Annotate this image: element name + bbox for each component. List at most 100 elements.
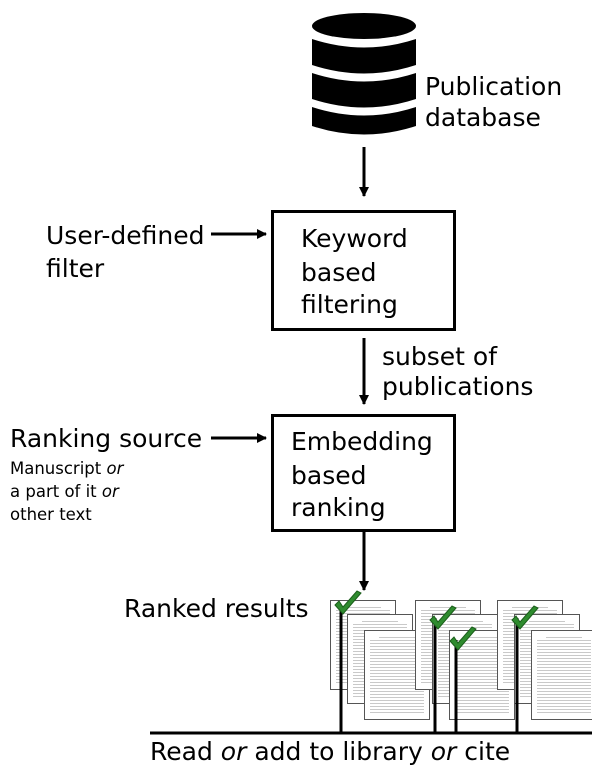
ranking-source-note-line1: Manuscript or xyxy=(10,459,124,478)
document-text-line xyxy=(336,610,390,611)
document-text-line xyxy=(455,667,509,668)
document-text-line xyxy=(455,661,509,662)
document-text-line xyxy=(345,607,381,608)
document-text-line xyxy=(455,670,509,671)
document-text-line xyxy=(537,694,591,695)
document-text-line xyxy=(353,627,407,628)
subset-label-line2: publications xyxy=(382,372,534,401)
document-text-line xyxy=(379,637,415,638)
document-text-line xyxy=(537,667,591,668)
document-text-line xyxy=(455,646,509,647)
database-label-line1: Publication xyxy=(425,72,563,101)
document-text-line xyxy=(455,673,509,674)
document-text-line xyxy=(455,655,509,656)
document-text-line xyxy=(537,658,591,659)
document-text-line xyxy=(455,706,509,707)
ranking-source-note-line2: a part of it or xyxy=(10,482,119,501)
document-text-line xyxy=(537,679,591,680)
document-text-line xyxy=(455,640,509,641)
document-text-line xyxy=(370,703,424,704)
document-text-line xyxy=(370,682,424,683)
database-icon xyxy=(312,13,416,135)
ranking-source-note-line3: other text xyxy=(10,505,92,524)
document-text-line xyxy=(537,640,591,641)
document-text-line xyxy=(370,706,424,707)
document-text-line xyxy=(537,697,591,698)
document-text-line xyxy=(537,700,591,701)
document-text-line xyxy=(370,673,424,674)
document-text-line xyxy=(370,661,424,662)
bottom-action-label: Read or add to library or cite xyxy=(150,737,511,766)
document-text-line xyxy=(537,682,591,683)
document-text-line xyxy=(336,613,390,614)
user-filter-line1: User-defined xyxy=(46,221,205,250)
checkmark-icon xyxy=(334,590,362,615)
document-text-line xyxy=(455,676,509,677)
document-text-line xyxy=(370,643,424,644)
document-text-line xyxy=(370,664,424,665)
document-text-line xyxy=(537,688,591,689)
document-text-line xyxy=(537,709,591,710)
checkmark-icon xyxy=(429,605,457,630)
document-text-line xyxy=(455,679,509,680)
document-text-line xyxy=(370,697,424,698)
document-text-line xyxy=(512,607,548,608)
document-text-line xyxy=(370,700,424,701)
document-text-line xyxy=(370,667,424,668)
document-text-line xyxy=(455,664,509,665)
document-text-line xyxy=(370,646,424,647)
document-text-line xyxy=(370,670,424,671)
embedding-ranking-box xyxy=(271,414,456,532)
document-text-line xyxy=(537,685,591,686)
document-text-line xyxy=(520,624,574,625)
checkmark-icon xyxy=(511,605,539,630)
document-text-line xyxy=(455,694,509,695)
document-text-line xyxy=(370,652,424,653)
document-text-line xyxy=(370,640,424,641)
document-text-line xyxy=(455,652,509,653)
document-text-line xyxy=(455,709,509,710)
document-text-line xyxy=(370,658,424,659)
embedding-box-line2: based xyxy=(291,461,367,490)
ranked-results-label: Ranked results xyxy=(124,594,309,623)
document-text-line xyxy=(455,700,509,701)
document-text-line xyxy=(353,624,407,625)
document-text-line xyxy=(455,685,509,686)
embedding-box-line3: ranking xyxy=(291,493,386,522)
document-text-line xyxy=(537,652,591,653)
document-text-line xyxy=(537,643,591,644)
ranking-source-label: Ranking source xyxy=(10,424,203,453)
document-text-line xyxy=(520,627,574,628)
document-text-line xyxy=(455,658,509,659)
document-text-line xyxy=(362,621,398,622)
document-text-line xyxy=(464,637,500,638)
document-text-line xyxy=(537,655,591,656)
document-text-line xyxy=(455,643,509,644)
document-text-line xyxy=(537,661,591,662)
document-text-line xyxy=(455,712,509,713)
document-text-line xyxy=(546,637,582,638)
embedding-box-line1: Embedding xyxy=(291,427,433,456)
document-text-line xyxy=(370,685,424,686)
document-text-line xyxy=(537,676,591,677)
document-text-line xyxy=(537,712,591,713)
document-text-line xyxy=(430,607,466,608)
document-text-line xyxy=(447,621,483,622)
keyword-box-line2: based xyxy=(301,258,377,287)
checkmark-icon xyxy=(449,626,477,651)
document-text-line xyxy=(370,709,424,710)
document-text-line xyxy=(370,712,424,713)
document-text-line xyxy=(455,691,509,692)
database-label-line2: database xyxy=(425,103,541,132)
keyword-box-line1: Keyword xyxy=(301,224,408,253)
document-text-line xyxy=(455,682,509,683)
document-text-line xyxy=(370,676,424,677)
document-text-line xyxy=(370,649,424,650)
keyword-filtering-box xyxy=(271,210,456,331)
document-text-line xyxy=(537,706,591,707)
document-icon xyxy=(531,630,592,720)
document-text-line xyxy=(370,655,424,656)
document-text-line xyxy=(537,646,591,647)
